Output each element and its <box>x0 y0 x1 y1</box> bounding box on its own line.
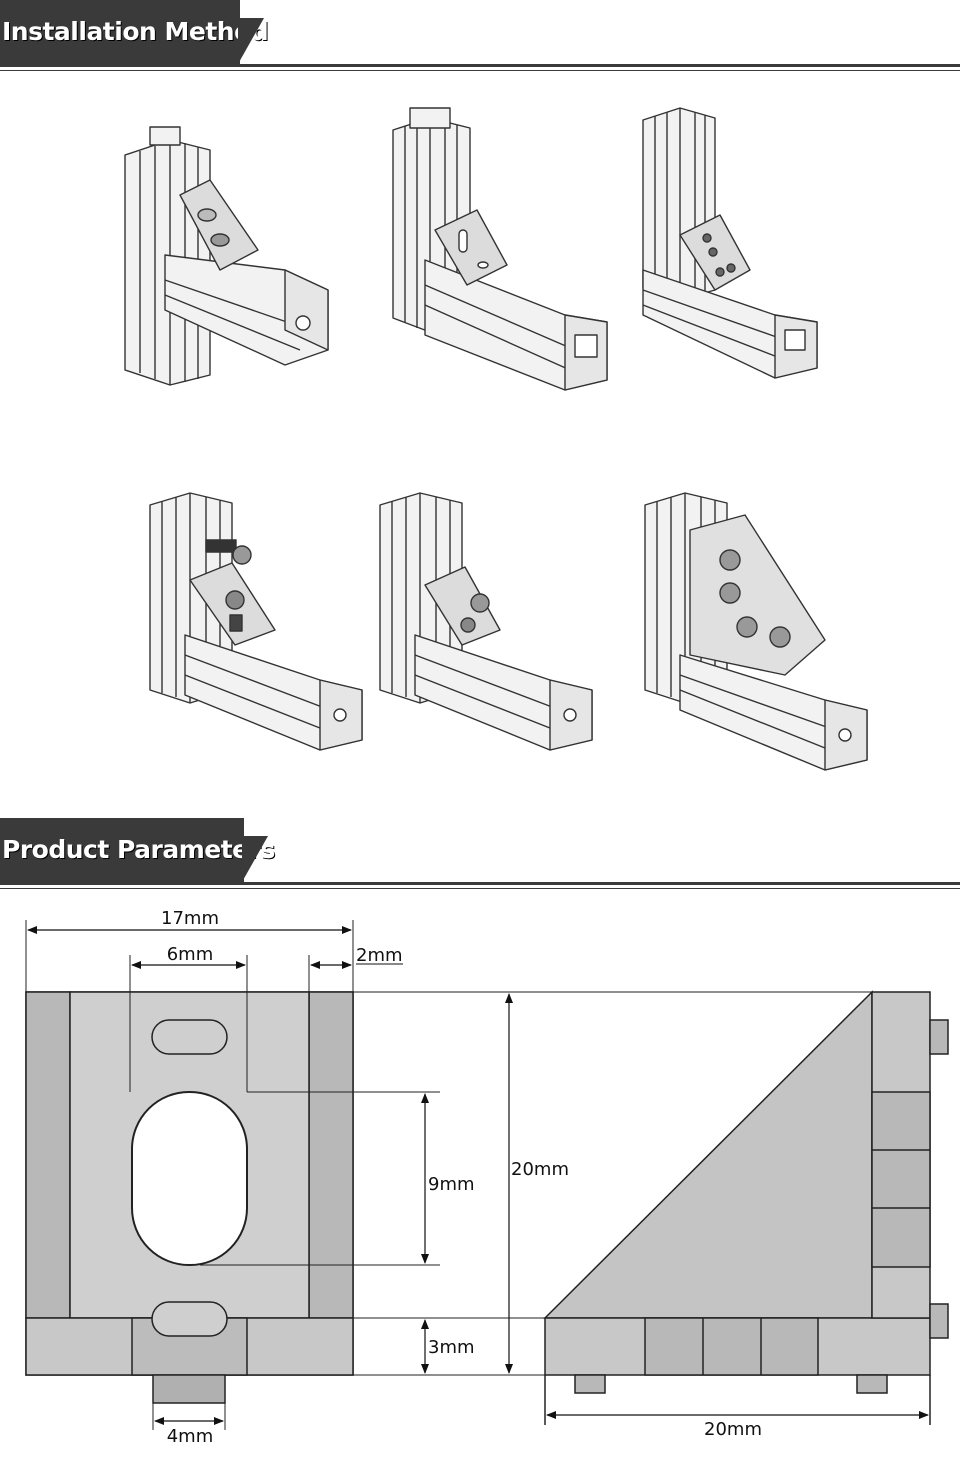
label-side-length: 20mm <box>704 1419 762 1440</box>
label-edge-margin: 2mm <box>356 945 403 966</box>
install-view-6 <box>644 492 868 771</box>
label-tab-width: 4mm <box>167 1426 214 1447</box>
banner-divider-thin <box>0 70 960 71</box>
install-view-5 <box>379 492 593 751</box>
side-view <box>543 990 949 1425</box>
dimension-drawing: 17mm 6mm 2mm 9mm 20mm 3mm 4mm 20mm <box>25 908 949 1447</box>
banner-slant <box>238 18 264 64</box>
banner-divider <box>0 882 960 885</box>
label-hole-height: 9mm <box>428 1174 475 1195</box>
banner-divider <box>0 64 960 67</box>
label-base-thickness: 3mm <box>428 1337 475 1358</box>
parameters-title: Product Parameters <box>0 818 275 882</box>
label-total-height: 20mm <box>511 1159 569 1180</box>
installation-title: Installation Method <box>0 0 269 64</box>
install-view-4 <box>149 492 363 751</box>
label-hole-width: 6mm <box>167 944 214 965</box>
banner-divider-thin <box>0 888 960 889</box>
banner-slant <box>242 836 268 882</box>
front-view <box>25 991 354 1404</box>
install-view-2 <box>392 107 608 391</box>
install-view-3 <box>642 107 818 379</box>
label-width-total: 17mm <box>161 908 219 929</box>
install-view-1 <box>124 126 329 386</box>
